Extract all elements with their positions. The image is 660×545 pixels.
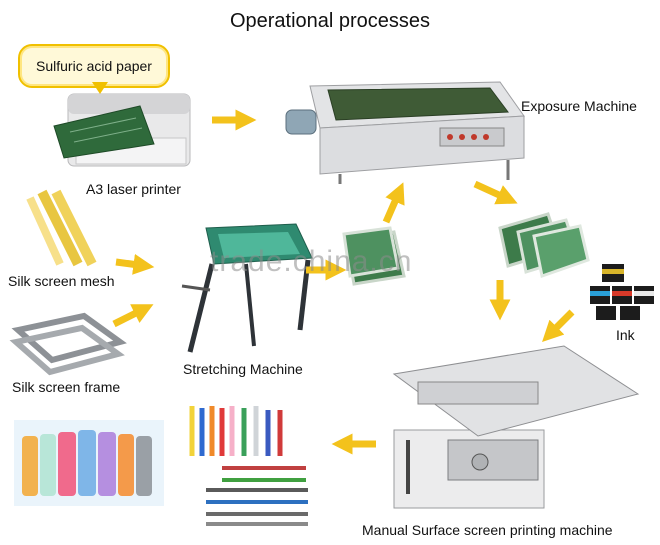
arrow-frame-to-stretching [112, 304, 154, 328]
ink-label: Ink [616, 327, 635, 343]
stretched-screens-image [342, 226, 406, 286]
printing-label: Manual Surface screen printing machine [362, 522, 613, 538]
frame-label: Silk screen frame [12, 379, 121, 395]
arrow-ink-to-printing [542, 309, 575, 342]
exposure-label: Exposure Machine [521, 98, 637, 114]
screen-printing-machine-image [392, 345, 640, 509]
arrow-exposure-to-screens [473, 180, 518, 205]
stretching-machine-image [181, 223, 313, 353]
exposure-machine-image [285, 81, 525, 184]
laser-printer-image [53, 93, 191, 167]
watermark-text: trade.china.cn [210, 245, 413, 278]
mesh-label: Silk screen mesh [8, 273, 115, 289]
exposed-screens-image [498, 212, 590, 278]
printer-label: A3 laser printer [86, 181, 181, 197]
silk-screen-mesh-image [26, 189, 97, 267]
callout-text: Sulfuric acid paper [36, 58, 152, 74]
callout-tail [92, 82, 108, 94]
arrow-mesh-to-stretching [115, 253, 155, 275]
arrow-screens-to-exposure [382, 182, 405, 224]
printed-pens-image [189, 406, 308, 526]
silk-screen-frame-image [9, 312, 127, 376]
printed-bottles-image [14, 420, 164, 506]
diagram-title: Operational processes [229, 10, 431, 32]
stretching-label: Stretching Machine [183, 361, 303, 377]
ink-cans-image [590, 264, 654, 320]
